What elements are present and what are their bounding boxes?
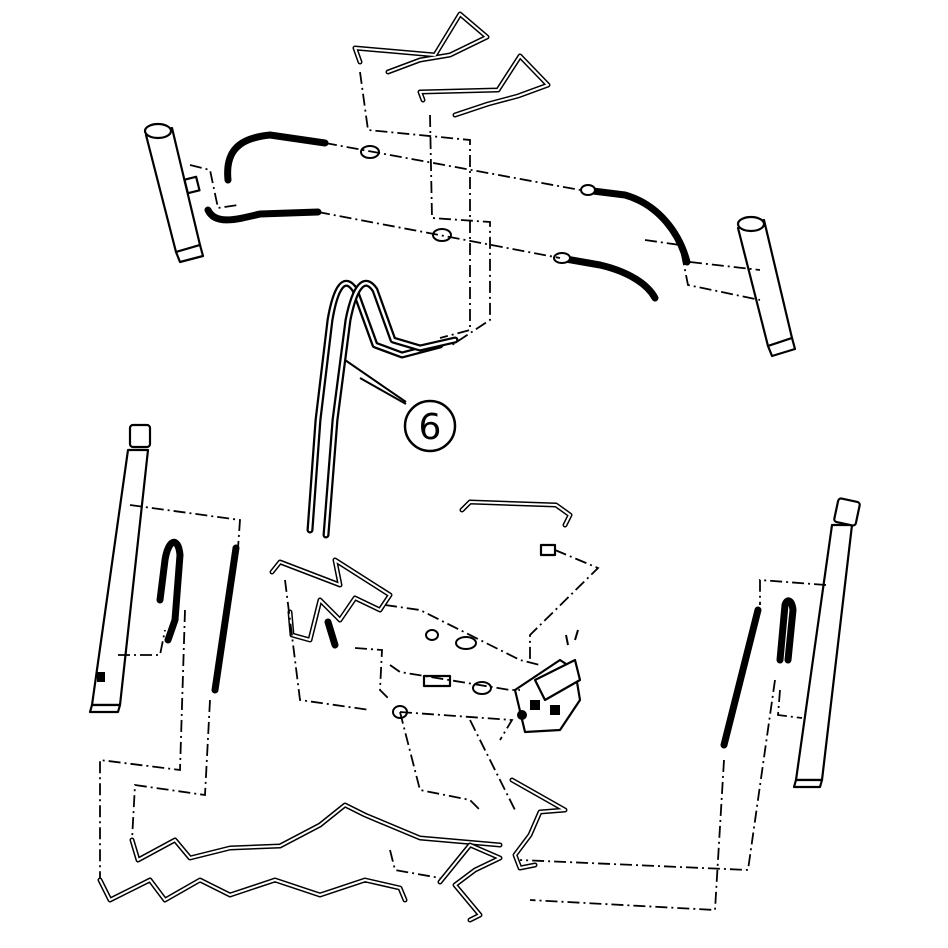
top-left-cylinder [143, 122, 205, 264]
lower-right-hoses [519, 579, 827, 911]
control-valve [513, 629, 582, 734]
top-routing-lines [189, 71, 761, 346]
fitting [553, 252, 571, 264]
top-pipe-left [352, 11, 490, 75]
middle-hose-pair [306, 279, 459, 539]
lower-right-cylinder [792, 497, 861, 789]
fitting [539, 543, 557, 557]
lower-left-hoses [99, 504, 241, 880]
middle-pipe-assembly [269, 557, 393, 711]
bottom-right-pipes [389, 711, 568, 923]
callout-6-label: 6 [419, 407, 442, 448]
top-hose-right [556, 186, 691, 302]
fitting [580, 184, 596, 196]
bottom-left-pipe [97, 802, 503, 903]
callout-6: 6 [344, 359, 457, 453]
lower-left-cylinder [88, 423, 152, 714]
valve-pipe-upper [459, 499, 600, 660]
top-right-cylinder [736, 215, 797, 358]
top-pipe-right [417, 53, 551, 118]
valve-fittings [354, 604, 541, 741]
top-hose-upper-left [204, 131, 329, 224]
